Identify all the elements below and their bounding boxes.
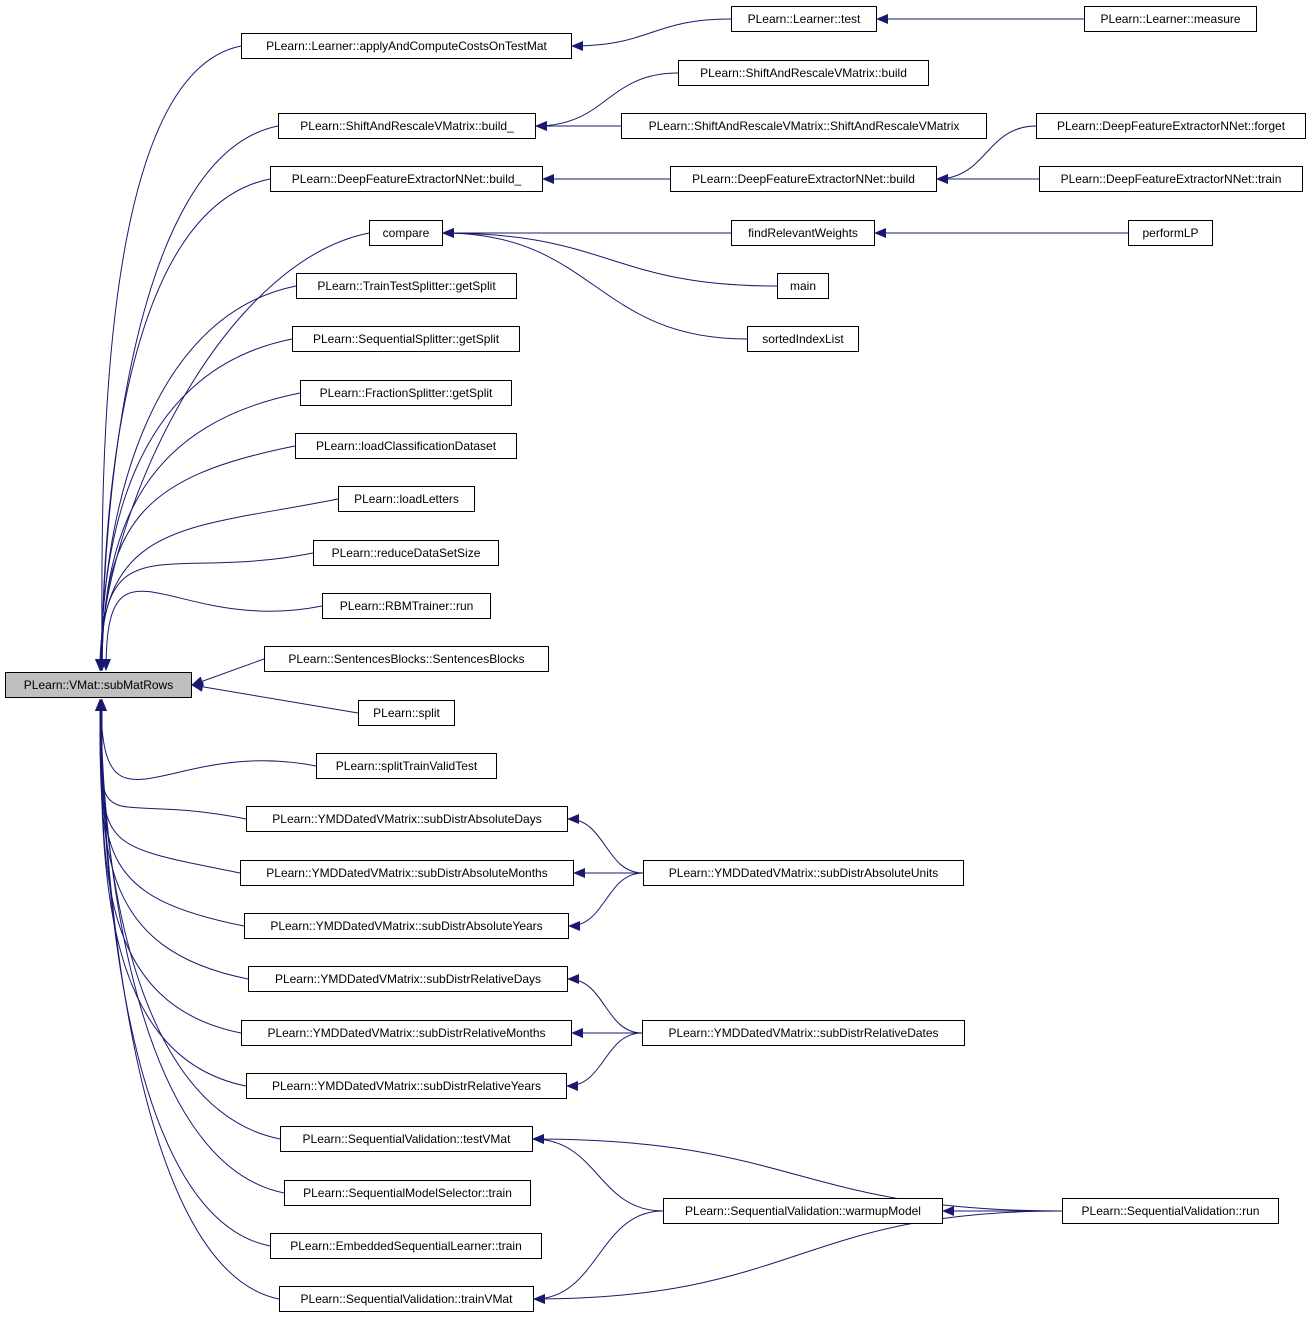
edge-sentBlk-to-root bbox=[191, 658, 265, 686]
edge-smsTrain-to-root bbox=[96, 699, 285, 1194]
node-split[interactable]: PLearn::split bbox=[358, 700, 455, 726]
edge-absDays-to-root bbox=[94, 699, 247, 820]
edge-loadClass-to-root bbox=[97, 445, 296, 671]
node-sarCtor[interactable]: PLearn::ShiftAndRescaleVMatrix::ShiftAnd… bbox=[621, 113, 987, 139]
node-findRel[interactable]: findRelevantWeights bbox=[731, 220, 875, 246]
edge-applyTest-to-root bbox=[96, 45, 242, 671]
edge-absUnits-to-absDays bbox=[567, 814, 644, 874]
node-dfeBuildU[interactable]: PLearn::DeepFeatureExtractorNNet::build_ bbox=[270, 166, 543, 192]
node-absMonths[interactable]: PLearn::YMDDatedVMatrix::subDistrAbsolut… bbox=[240, 860, 574, 886]
node-fracSplit[interactable]: PLearn::FractionSplitter::getSplit bbox=[300, 380, 512, 406]
edge-ttsSplit-to-root bbox=[96, 285, 297, 671]
edge-rbmRun-to-root bbox=[101, 590, 323, 671]
node-sarBuildU[interactable]: PLearn::ShiftAndRescaleVMatrix::build_ bbox=[278, 113, 536, 139]
edge-svTrainV-to-root bbox=[96, 699, 280, 1300]
node-svWarmup[interactable]: PLearn::SequentialValidation::warmupMode… bbox=[663, 1198, 943, 1224]
edge-splitTVT-to-root bbox=[96, 699, 317, 781]
edge-loadLet-to-root bbox=[95, 498, 339, 671]
node-rbmRun[interactable]: PLearn::RBMTrainer::run bbox=[322, 593, 491, 619]
edge-lrnTest-to-applyTest bbox=[571, 18, 732, 51]
node-splitTVT[interactable]: PLearn::splitTrainValidTest bbox=[316, 753, 497, 779]
edge-compare-to-root bbox=[95, 232, 370, 671]
node-dfeForget[interactable]: PLearn::DeepFeatureExtractorNNet::forget bbox=[1036, 113, 1306, 139]
node-root: PLearn::VMat::subMatRows bbox=[5, 672, 192, 698]
edge-main-to-compare bbox=[442, 228, 778, 287]
node-ttsSplit[interactable]: PLearn::TrainTestSplitter::getSplit bbox=[296, 273, 517, 299]
edge-sarBuild-to-sarBuildU bbox=[535, 72, 679, 131]
edge-svRun-to-svTestV bbox=[532, 1134, 1063, 1212]
edge-absYears-to-root bbox=[95, 699, 245, 927]
node-relDates[interactable]: PLearn::YMDDatedVMatrix::subDistrRelativ… bbox=[642, 1020, 965, 1046]
edge-split-to-root bbox=[191, 681, 359, 714]
edge-dfeBuildU-to-root bbox=[97, 178, 271, 671]
node-absYears[interactable]: PLearn::YMDDatedVMatrix::subDistrAbsolut… bbox=[244, 913, 569, 939]
edge-relYears-to-root bbox=[95, 699, 247, 1087]
edge-fracSplit-to-root bbox=[97, 392, 301, 671]
node-performLP[interactable]: performLP bbox=[1128, 220, 1213, 246]
edge-layer bbox=[94, 14, 1128, 1304]
node-eslTrain[interactable]: PLearn::EmbeddedSequentialLearner::train bbox=[270, 1233, 542, 1259]
edge-relDays-to-root bbox=[94, 699, 249, 980]
node-relYears[interactable]: PLearn::YMDDatedVMatrix::subDistrRelativ… bbox=[246, 1073, 567, 1099]
node-dfeTrain[interactable]: PLearn::DeepFeatureExtractorNNet::train bbox=[1039, 166, 1303, 192]
node-svTrainV[interactable]: PLearn::SequentialValidation::trainVMat bbox=[279, 1286, 534, 1312]
node-relMonths[interactable]: PLearn::YMDDatedVMatrix::subDistrRelativ… bbox=[241, 1020, 572, 1046]
node-absDays[interactable]: PLearn::YMDDatedVMatrix::subDistrAbsolut… bbox=[246, 806, 568, 832]
edge-eslTrain-to-root bbox=[96, 699, 271, 1247]
node-compare[interactable]: compare bbox=[369, 220, 443, 246]
node-sentBlk[interactable]: PLearn::SentencesBlocks::SentencesBlocks bbox=[264, 646, 549, 672]
edge-sortedIdx-to-compare bbox=[442, 228, 748, 340]
node-relDays[interactable]: PLearn::YMDDatedVMatrix::subDistrRelativ… bbox=[248, 966, 568, 992]
edge-svWarmup-to-svTestV bbox=[532, 1134, 664, 1212]
node-sarBuild[interactable]: PLearn::ShiftAndRescaleVMatrix::build bbox=[678, 60, 929, 86]
edge-sarBuildU-to-root bbox=[97, 125, 279, 671]
edge-relDates-to-relYears bbox=[566, 1032, 643, 1091]
node-lrnTest[interactable]: PLearn::Learner::test bbox=[731, 6, 877, 32]
node-loadClass[interactable]: PLearn::loadClassificationDataset bbox=[295, 433, 517, 459]
node-seqSplit[interactable]: PLearn::SequentialSplitter::getSplit bbox=[292, 326, 520, 352]
edge-svRun-to-svTrainV bbox=[533, 1210, 1063, 1304]
edge-seqSplit-to-root bbox=[96, 338, 293, 671]
node-reduceDS[interactable]: PLearn::reduceDataSetSize bbox=[313, 540, 499, 566]
edge-absMonths-to-root bbox=[96, 699, 241, 874]
node-sortedIdx[interactable]: sortedIndexList bbox=[747, 326, 859, 352]
node-applyTest[interactable]: PLearn::Learner::applyAndComputeCostsOnT… bbox=[241, 33, 572, 59]
node-svRun[interactable]: PLearn::SequentialValidation::run bbox=[1062, 1198, 1279, 1224]
node-dfeBuild[interactable]: PLearn::DeepFeatureExtractorNNet::build bbox=[670, 166, 937, 192]
node-lrnMeasure[interactable]: PLearn::Learner::measure bbox=[1084, 6, 1257, 32]
edge-relDates-to-relDays bbox=[567, 974, 643, 1034]
node-absUnits[interactable]: PLearn::YMDDatedVMatrix::subDistrAbsolut… bbox=[643, 860, 964, 886]
node-smsTrain[interactable]: PLearn::SequentialModelSelector::train bbox=[284, 1180, 531, 1206]
edge-svWarmup-to-svTrainV bbox=[533, 1210, 664, 1304]
node-main[interactable]: main bbox=[777, 273, 829, 299]
node-loadLet[interactable]: PLearn::loadLetters bbox=[338, 486, 475, 512]
node-svTestV[interactable]: PLearn::SequentialValidation::testVMat bbox=[280, 1126, 533, 1152]
edge-dfeForget-to-dfeBuild bbox=[936, 125, 1037, 184]
edge-absUnits-to-absYears bbox=[568, 872, 644, 931]
edge-reduceDS-to-root bbox=[96, 552, 314, 671]
